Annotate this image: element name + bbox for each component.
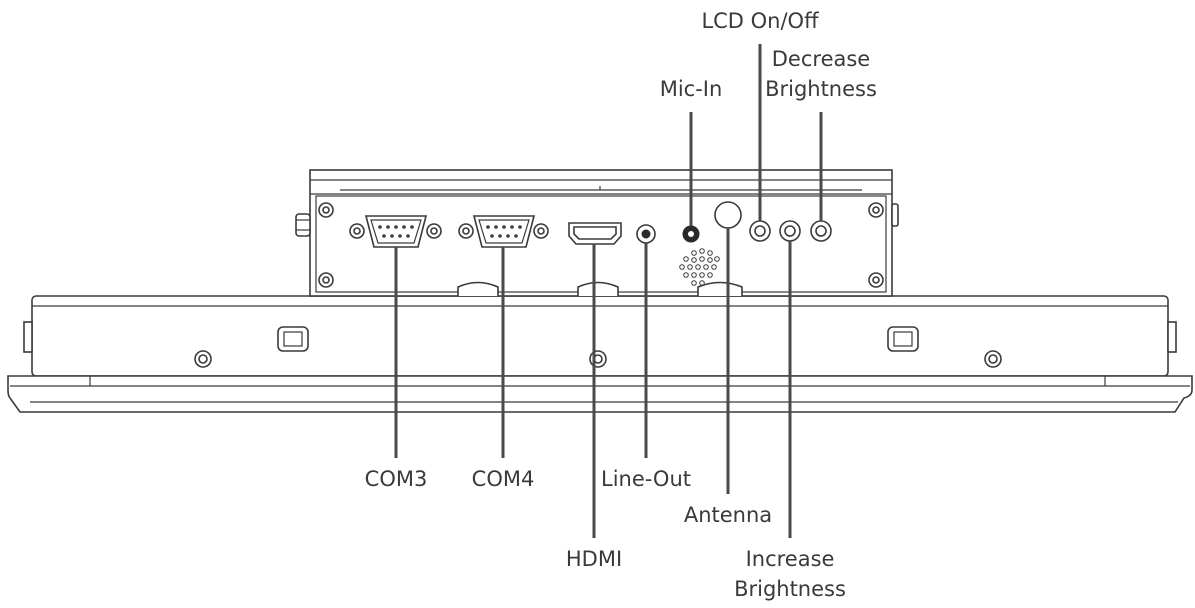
bezel-slot-right xyxy=(887,326,919,352)
bezel-screw-center xyxy=(589,350,607,368)
label-lcd-on-off: LCD On/Off xyxy=(701,9,819,33)
bezel-screw-right xyxy=(984,350,1002,368)
antenna-hole xyxy=(714,201,742,229)
monitor-bezel xyxy=(7,295,1193,413)
box-screw-top-left xyxy=(318,202,334,218)
label-decrease-brightness-line2: Brightness xyxy=(765,77,877,101)
bezel-screw-left xyxy=(194,350,212,368)
label-decrease-brightness-line1: Decrease xyxy=(772,47,870,71)
decrease-brightness-button xyxy=(810,220,832,242)
box-screw-top-right xyxy=(868,202,884,218)
label-line-out: Line-Out xyxy=(601,467,691,491)
com4-port xyxy=(458,215,549,248)
box-screw-bottom-right xyxy=(868,272,884,288)
label-com3: COM3 xyxy=(365,467,428,491)
hdmi-port xyxy=(568,222,622,245)
com3-port xyxy=(349,215,442,248)
speaker-grille xyxy=(679,248,720,286)
label-mic-in: Mic-In xyxy=(660,77,723,101)
label-increase-brightness-line1: Increase xyxy=(746,547,835,571)
lcd-on-off-button xyxy=(749,220,771,242)
leader-lines xyxy=(394,44,823,538)
bezel-slot-left xyxy=(277,326,309,352)
label-increase-brightness-line2: Brightness xyxy=(734,577,846,601)
increase-brightness-button xyxy=(779,220,801,242)
mic-in-jack xyxy=(682,225,700,243)
line-out-jack xyxy=(636,224,656,244)
label-com4: COM4 xyxy=(472,467,535,491)
label-antenna: Antenna xyxy=(684,503,772,527)
label-hdmi: HDMI xyxy=(566,547,622,571)
box-screw-bottom-left xyxy=(318,272,334,288)
